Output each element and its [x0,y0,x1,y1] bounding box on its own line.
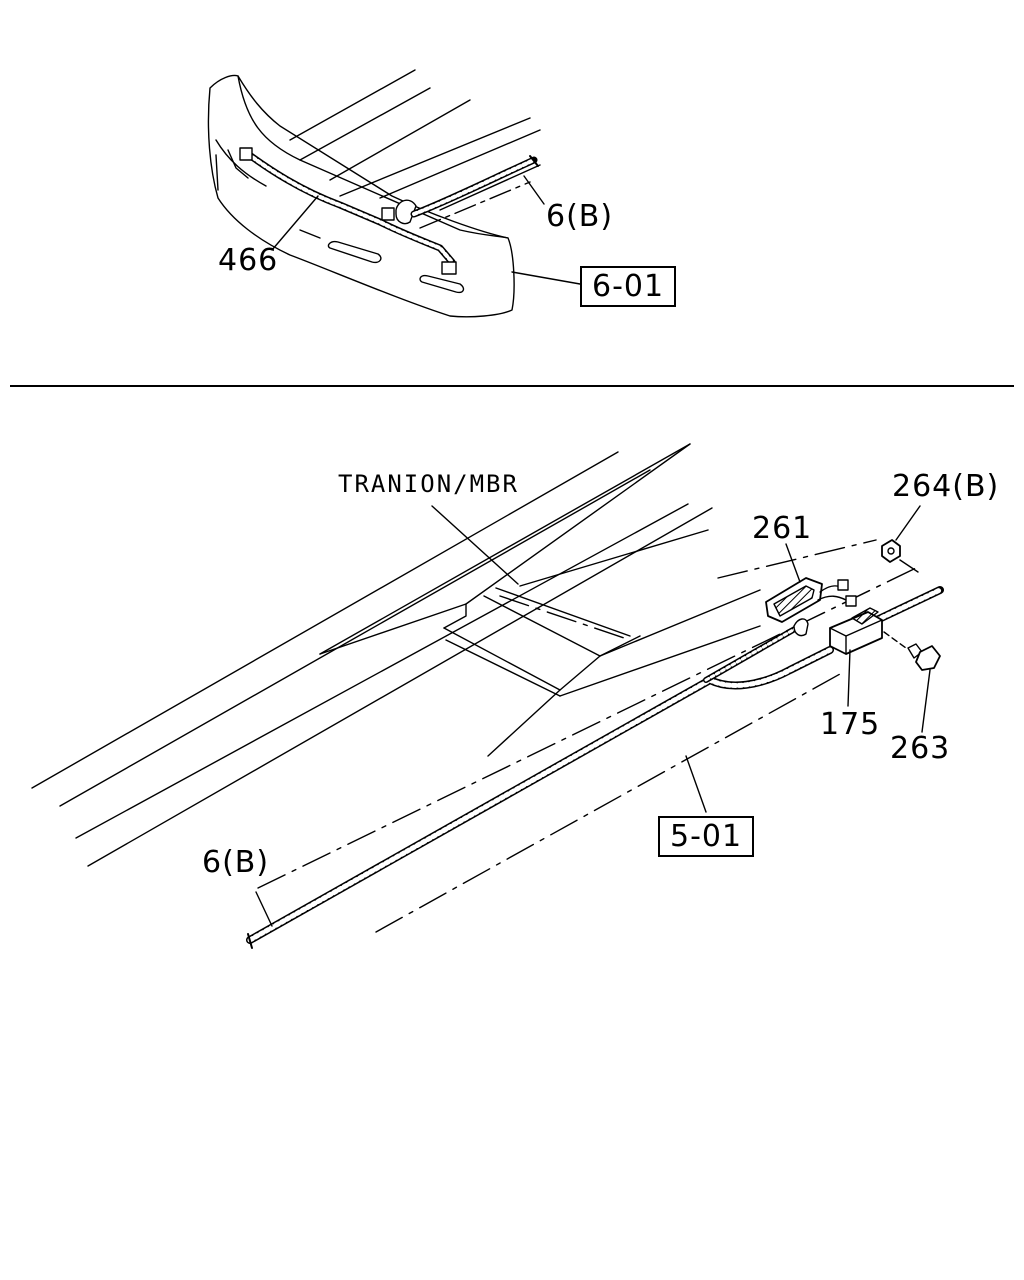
section-ref-6-01: 6-01 [580,266,677,307]
callout-6b-bottom: 6(B) [202,845,270,880]
callout-261: 261 [752,511,813,546]
section-ref-5-01: 5-01 [658,816,755,857]
top-view-bumper [207,69,581,318]
callout-175: 175 [820,707,881,742]
callout-264b: 264(B) [892,469,1000,504]
bottom-view-frame [31,443,944,949]
callout-466: 466 [218,243,279,278]
tranion-member-label: TRANION/MBR [338,470,519,498]
callout-6b-top: 6(B) [546,199,614,234]
callout-263: 263 [890,731,951,766]
